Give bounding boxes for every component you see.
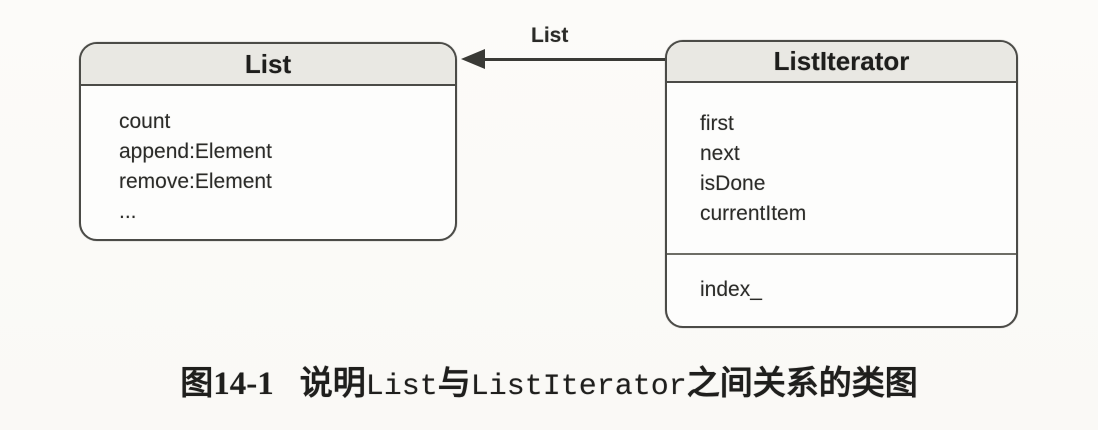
member-ellipsis: ... xyxy=(119,200,137,223)
class-box-listiterator: ListIterator first next isDone currentIt… xyxy=(665,40,1018,328)
caption-code-list: List xyxy=(365,370,438,404)
association-label: List xyxy=(531,24,569,47)
method-currentitem: currentItem xyxy=(700,202,807,225)
association-line xyxy=(484,58,665,61)
caption-text-before: 说明 xyxy=(299,366,366,402)
figure-caption: 图14-1 说明List与ListIterator之间关系的类图 xyxy=(0,356,1098,404)
class-name-list: List xyxy=(81,44,455,86)
method-next: next xyxy=(700,142,740,165)
method-isdone: isDone xyxy=(700,172,766,195)
caption-text-middle: 与 xyxy=(437,366,471,402)
attribute-index: index_ xyxy=(700,278,762,301)
member-count: count xyxy=(119,110,171,133)
class-members-list: count append:Element remove:Element ... xyxy=(81,86,455,239)
class-methods-listiterator: first next isDone currentItem xyxy=(667,83,1016,253)
caption-figure-number: 图14-1 xyxy=(180,366,274,402)
class-box-list: List count append:Element remove:Element… xyxy=(79,42,457,241)
caption-code-listiterator: ListIterator xyxy=(470,370,687,404)
arrowhead-left-icon xyxy=(461,49,485,69)
method-first: first xyxy=(700,112,734,135)
class-attributes-listiterator: index_ xyxy=(667,253,1016,326)
caption-text-after: 之间关系的类图 xyxy=(686,366,918,402)
member-append-element: append:Element xyxy=(119,140,272,163)
member-remove-element: remove:Element xyxy=(119,170,272,193)
class-name-listiterator: ListIterator xyxy=(667,42,1016,83)
